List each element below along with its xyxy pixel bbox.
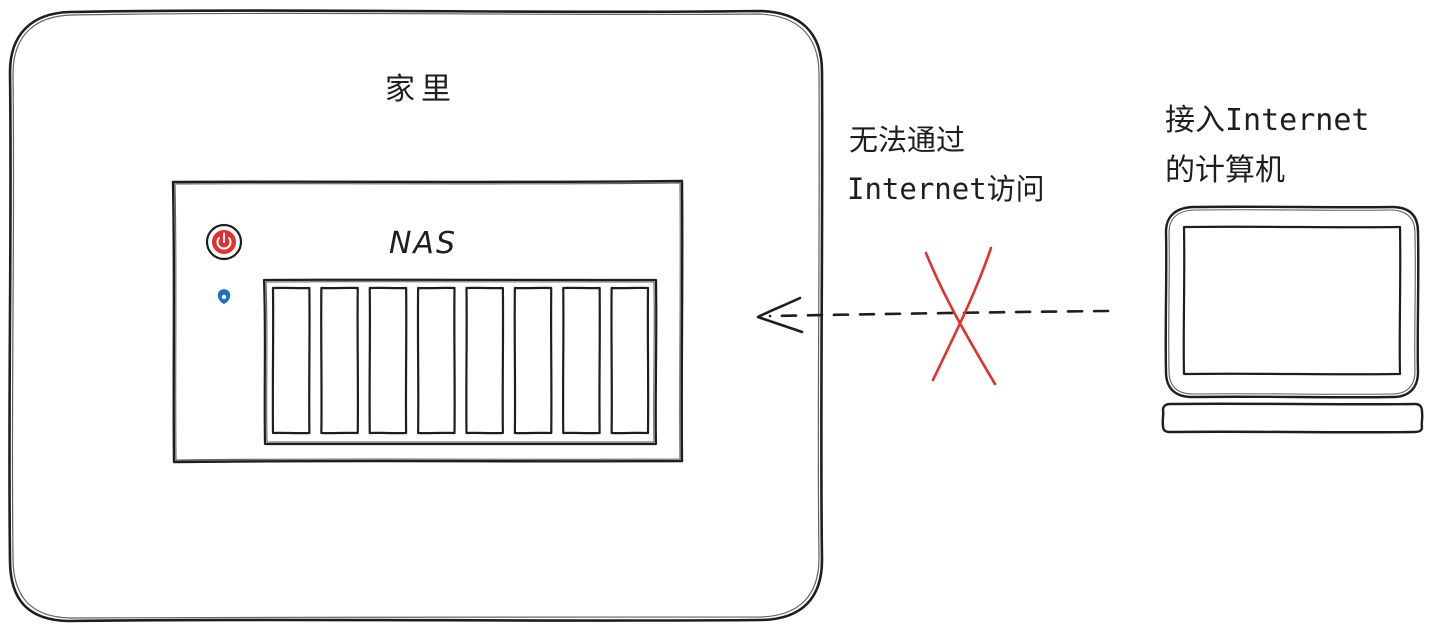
drive-bay[interactable] — [465, 286, 505, 435]
nas-device: NAS — [171, 179, 684, 464]
computer-label-line1: 接入Internet — [1165, 103, 1370, 138]
blocked-connection: 无法通过 Internet访问 — [756, 123, 1110, 386]
drive-bay[interactable] — [320, 286, 360, 435]
drive-bays — [271, 286, 650, 435]
home-label: 家里 — [385, 72, 457, 107]
drive-bay[interactable] — [271, 286, 311, 435]
power-icon[interactable] — [205, 223, 243, 261]
arrowhead — [756, 296, 804, 334]
status-indicator-icon — [217, 289, 231, 304]
dashed-connection-line — [768, 309, 1110, 318]
computer-label-line2: 的计算机 — [1165, 153, 1285, 188]
home-container: 家里 — [8, 9, 824, 623]
drive-bay[interactable] — [416, 286, 456, 435]
drive-bay-frame — [262, 278, 658, 446]
drive-bay[interactable] — [561, 286, 601, 435]
blocked-x-icon — [924, 246, 997, 386]
laptop-computer: 接入Internet 的计算机 — [1161, 103, 1424, 434]
connection-label-line1: 无法通过 — [849, 123, 965, 157]
drive-bay[interactable] — [610, 286, 650, 435]
laptop-icon — [1161, 205, 1424, 434]
nas-label: NAS — [389, 226, 457, 261]
drive-bay[interactable] — [513, 286, 553, 435]
connection-label-line2: Internet访问 — [847, 172, 1045, 206]
drive-bay[interactable] — [368, 286, 408, 435]
